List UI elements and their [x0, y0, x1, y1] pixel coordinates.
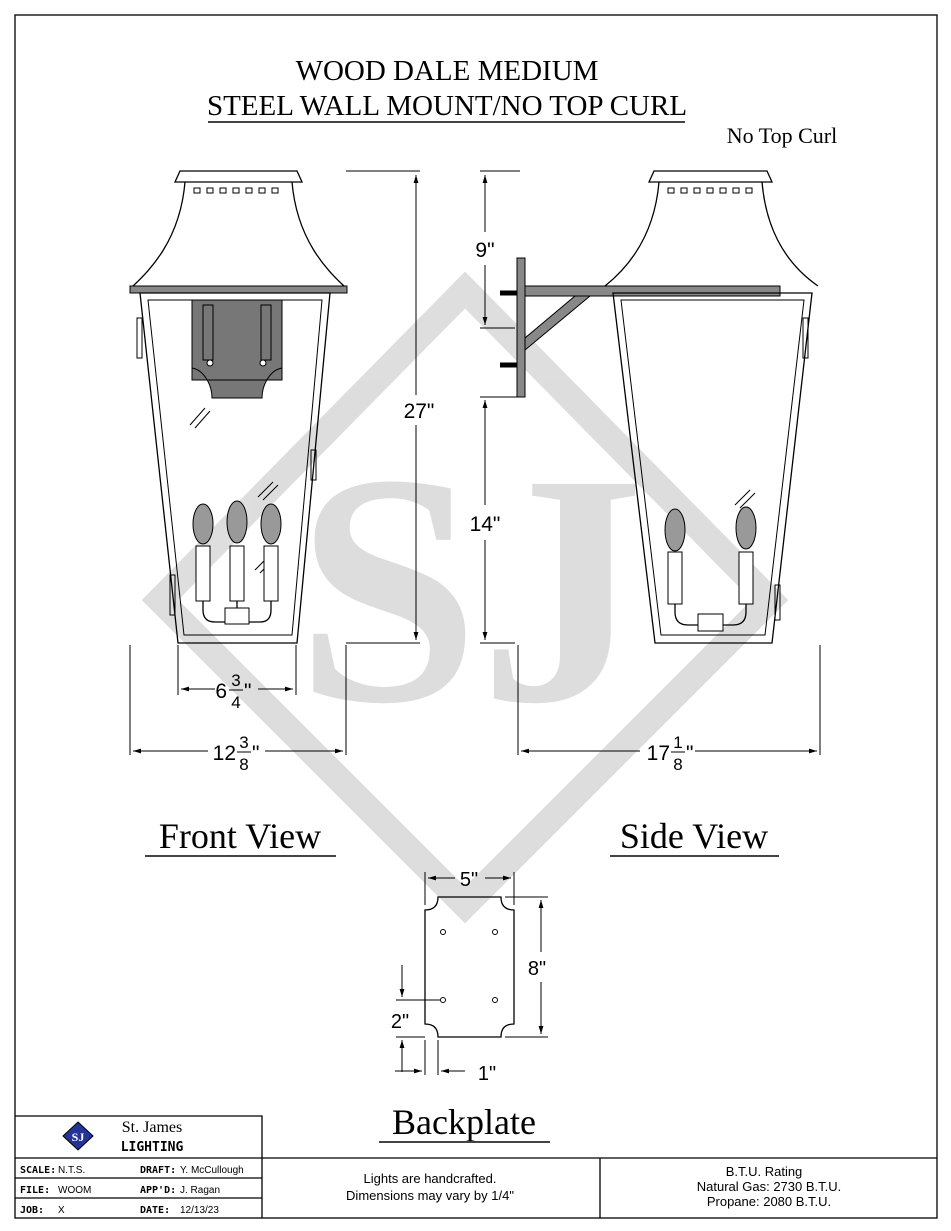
- svg-text:N.T.S.: N.T.S.: [58, 1165, 85, 1176]
- svg-text:8: 8: [673, 755, 682, 774]
- backplate-hole-offset: 2": [391, 1011, 409, 1033]
- backplate-drawing: [395, 872, 548, 1075]
- svg-text:": ": [244, 680, 251, 703]
- company-logo-icon: SJ: [62, 1121, 94, 1151]
- svg-text:17: 17: [647, 742, 670, 765]
- backplate-height: 8": [528, 958, 546, 980]
- svg-text:": ": [252, 742, 259, 765]
- backplate-label: Backplate: [392, 1102, 536, 1142]
- svg-text:1: 1: [673, 733, 682, 752]
- inner-width-dimension: 6 3 4 ": [215, 671, 251, 712]
- mount-to-bottom-dimension: 14": [470, 513, 501, 536]
- svg-text:FILE:: FILE:: [20, 1185, 50, 1196]
- svg-text:SJ: SJ: [72, 1130, 85, 1144]
- svg-text:": ": [686, 742, 693, 765]
- svg-text:DATE:: DATE:: [140, 1205, 170, 1216]
- backplate-edge-offset: 1": [478, 1063, 496, 1085]
- svg-text:12: 12: [213, 742, 236, 765]
- drawing-title: WOOD DALE MEDIUM: [296, 55, 599, 87]
- depth-dimension: 17 1 8 ": [647, 733, 694, 774]
- sheet-border: [14, 14, 938, 1219]
- title-block-fields: SCALE: N.T.S. DRAFT: Y. McCullough FILE:…: [20, 1165, 244, 1216]
- side-view-label: Side View: [620, 816, 768, 856]
- svg-text:6: 6: [215, 680, 227, 703]
- drawing-subtitle: STEEL WALL MOUNT/NO TOP CURL: [207, 90, 687, 122]
- front-view-label: Front View: [159, 816, 321, 856]
- watermark-text: SJ: [296, 407, 645, 772]
- backplate-width: 5": [460, 869, 478, 891]
- svg-text:J. Ragan: J. Ragan: [180, 1185, 220, 1196]
- front-view-lantern: [129, 170, 348, 644]
- watermark-logo: SJ: [141, 271, 789, 924]
- svg-text:4: 4: [231, 693, 240, 712]
- variant-label: No Top Curl: [727, 123, 838, 148]
- btu-natural-gas: Natural Gas: 2730 B.T.U.: [697, 1179, 842, 1194]
- svg-text:JOB:: JOB:: [20, 1205, 44, 1216]
- note-dimensions: Dimensions may vary by 1/4": [346, 1188, 514, 1203]
- company-name: St. James: [122, 1119, 182, 1136]
- top-to-mount-dimension: 9": [475, 239, 494, 262]
- front-dimensions: [129, 170, 420, 755]
- company-lighting: LIGHTING: [121, 1140, 184, 1155]
- svg-text:3: 3: [231, 671, 240, 690]
- outer-width-dimension: 12 3 8 ": [213, 733, 260, 774]
- svg-text:Y. McCullough: Y. McCullough: [180, 1165, 244, 1176]
- svg-text:12/13/23: 12/13/23: [180, 1205, 219, 1216]
- height-dimension: 27": [404, 400, 435, 423]
- svg-text:APP'D:: APP'D:: [140, 1185, 176, 1196]
- svg-text:WOOM: WOOM: [58, 1185, 91, 1196]
- btu-title: B.T.U. Rating: [726, 1164, 803, 1179]
- svg-text:8: 8: [239, 755, 248, 774]
- svg-text:DRAFT:: DRAFT:: [140, 1165, 176, 1176]
- svg-text:SCALE:: SCALE:: [20, 1165, 56, 1176]
- side-dimensions: [480, 170, 821, 755]
- btu-propane: Propane: 2080 B.T.U.: [707, 1194, 831, 1209]
- title-block: SJ: [15, 1115, 937, 1218]
- svg-text:X: X: [58, 1205, 65, 1216]
- svg-text:3: 3: [239, 733, 248, 752]
- note-handcrafted: Lights are handcrafted.: [364, 1171, 497, 1186]
- side-view-lantern: [500, 170, 819, 644]
